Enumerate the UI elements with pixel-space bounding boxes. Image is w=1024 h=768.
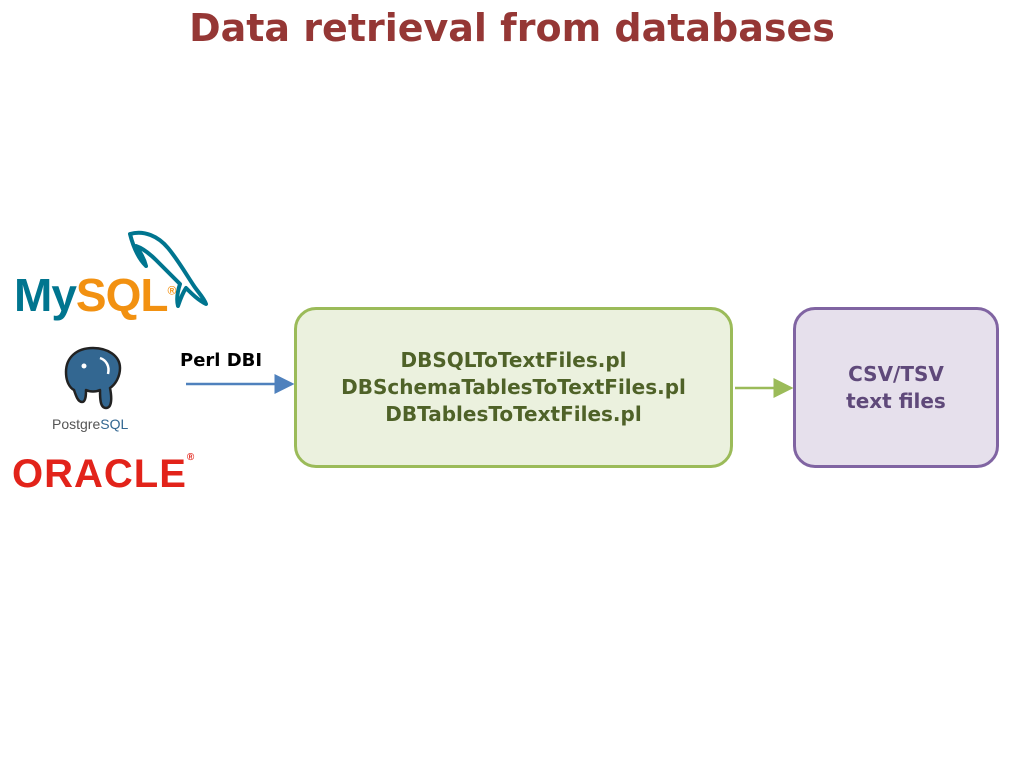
output-line: text files — [846, 388, 946, 413]
postgresql-sql-text: SQL — [100, 416, 129, 432]
postgresql-pre-text: Postgre — [52, 416, 101, 432]
oracle-logo: ORACLE® — [12, 452, 195, 497]
script-name: DBTablesToTextFiles.pl — [385, 402, 642, 426]
postgresql-wordmark: PostgreSQL — [52, 416, 128, 432]
script-name: DBSQLToTextFiles.pl — [400, 348, 627, 372]
scripts-box: DBSQLToTextFiles.pl DBSchemaTablesToText… — [294, 307, 733, 468]
mysql-logo: MySQL® — [10, 228, 210, 328]
page-title: Data retrieval from databases — [189, 6, 835, 50]
script-name: DBSchemaTablesToTextFiles.pl — [341, 375, 686, 399]
elephant-icon — [64, 346, 122, 410]
oracle-wordmark: ORACLE — [12, 452, 187, 496]
postgresql-logo: PostgreSQL — [50, 344, 150, 436]
mysql-my-text: My — [14, 269, 77, 321]
mysql-wordmark: MySQL® — [14, 268, 176, 322]
mysql-registered-mark: ® — [167, 283, 176, 298]
dolphin-icon — [128, 230, 208, 308]
mysql-sql-text: SQL — [75, 269, 169, 321]
output-line: CSV/TSV — [848, 361, 944, 386]
oracle-registered-mark: ® — [186, 452, 196, 463]
output-box: CSV/TSV text files — [793, 307, 999, 468]
perl-dbi-label: Perl DBI — [180, 350, 263, 371]
